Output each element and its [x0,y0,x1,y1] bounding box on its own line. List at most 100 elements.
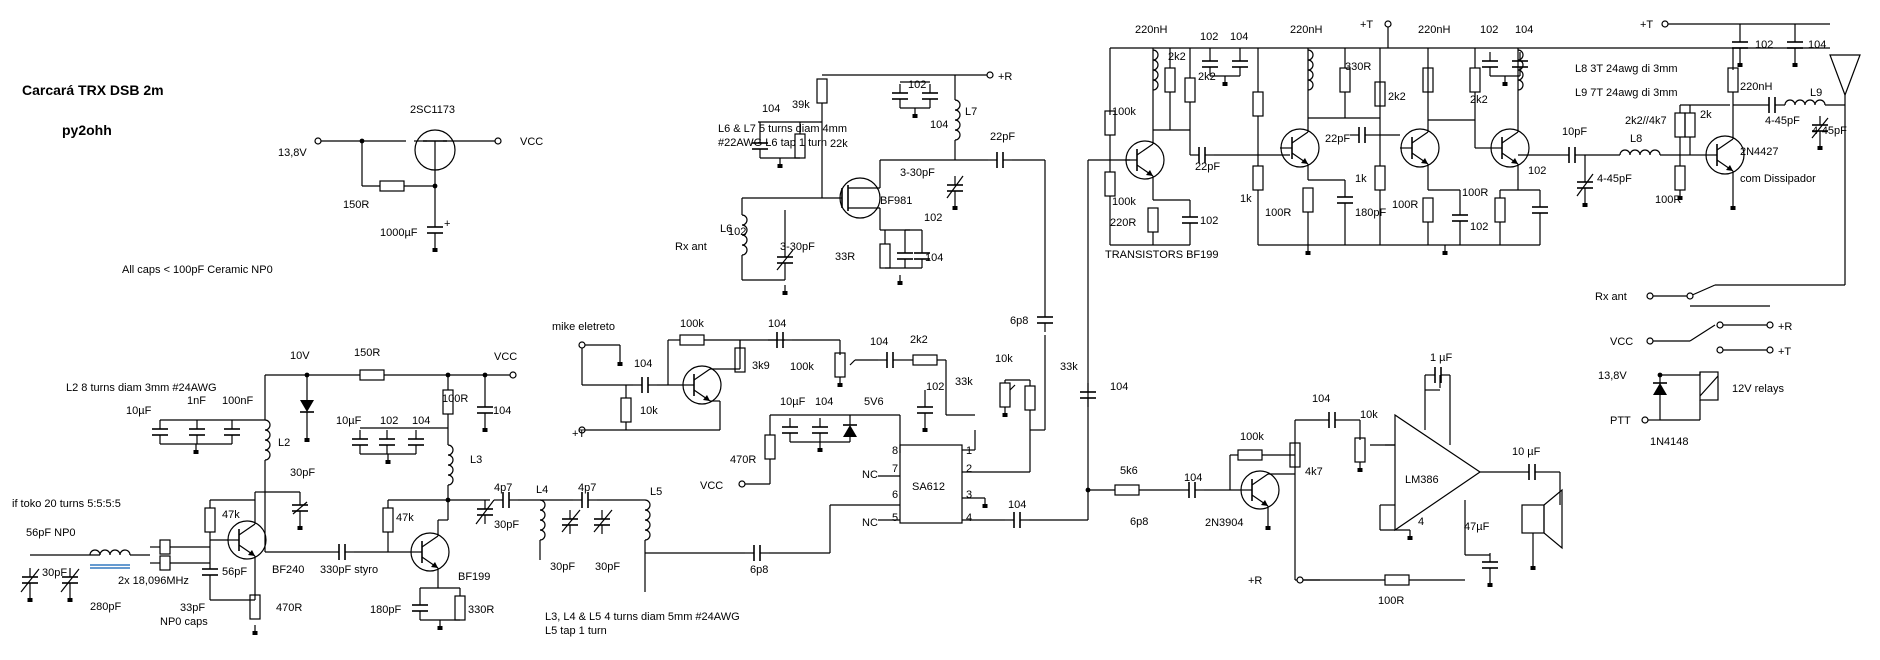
label-56pf: 56pF [222,566,247,578]
speaker-icon [1521,504,1545,534]
label-220r: 220R [1110,217,1136,229]
label-plus-t-mic: +T [572,428,585,440]
label-l9: L9 [1810,87,1822,99]
mic-section: mike eletreto 104 100k 3k9 10k +T 104 10… [552,160,1078,440]
label-10uf-osc: 10µF [126,405,152,417]
label-vcc-mix: VCC [700,480,723,492]
label-10k-pot: 10k [995,353,1013,365]
label-2k2-tx3: 2k2 [1470,94,1488,106]
label-104-top: 104 [930,119,948,131]
label-4p7-b: 4p7 [578,482,596,494]
label-10uf-buf: 10µF [336,415,362,427]
label-100r-buf: 100R [442,393,468,405]
relay-coil [1699,371,1719,401]
label-plus-r-rx: +R [998,71,1012,83]
label-33k-b: 33k [1060,361,1078,373]
label-plus-r-aud: +R [1248,575,1262,587]
label-102-tx2: 102 [1480,24,1498,36]
label-sa612: SA612 [912,481,945,493]
label-10uf-mix: 10µF [780,396,806,408]
label-3-30pf-a: 3-30pF [900,167,935,179]
label-10pf: 10pF [1562,126,1587,138]
label-100r-pa: 100R [1655,194,1681,206]
label-vcc-reg: VCC [520,136,543,148]
rx-frontend-section: L6 & L7 5 turns diam 4mm #22AWG L6 tap 1… [675,71,1045,296]
label-13v8-sw: 13,8V [1598,370,1627,382]
relay-section: Rx ant VCC +R +T 13,8V 12V relays PTT [1595,284,1845,448]
label-102-pa: 102 [1755,39,1773,51]
label-104-rx: 104 [762,103,780,115]
label-2k2-tx1: 2k2 [1168,51,1186,63]
label-13v8: 13,8V [278,147,307,159]
label-mike: mike eletreto [552,321,615,333]
label-1k-b: 1k [1355,173,1367,185]
label-104-tx2: 104 [1515,24,1533,36]
label-104-lm: 104 [1312,393,1330,405]
audio-section: 6p8 104 5k6 104 2N3904 100k 4k7 104 10k [1079,160,1563,607]
label-2sc1173: 2SC1173 [410,104,455,116]
label-47uf: 47µF [1464,521,1490,533]
antenna-icon [1829,54,1861,97]
label-4p7-a: 4p7 [494,482,512,494]
label-100r-tx1: 100R [1265,207,1291,219]
label-102-rx: 102 [728,226,746,238]
pa-section: L8 3T 24awg di 3mm L9 7T 24awg di 3mm 4-… [1575,19,1861,285]
label-l7: L7 [965,106,977,118]
label-5k6: 5k6 [1120,465,1138,477]
label-bf240: BF240 [272,564,304,576]
label-100k-mic: 100k [680,318,704,330]
label-2k2-mic: 2k2 [910,334,928,346]
label-100k-tx2: 100k [1112,196,1136,208]
label-100r-tx3: 100R [1462,187,1488,199]
note-l6l7-a: L6 & L7 5 turns diam 4mm [718,123,847,135]
label-100k-aud: 100k [1240,431,1264,443]
label-470r-mix: 470R [730,454,756,466]
label-plus-t-tx: +T [1360,19,1373,31]
label-l3: L3 [470,454,482,466]
label-100nf: 100nF [222,395,253,407]
label-30pf-l5: 30pF [595,561,620,573]
label-vcc-sw: VCC [1610,336,1633,348]
label-lm386: LM386 [1405,474,1439,486]
label-150r-reg: 150R [343,199,369,211]
label-l4: L4 [536,484,548,496]
label-22pf-tx1: 22pF [1195,161,1220,173]
label-l5: L5 [650,486,662,498]
label-104-tx1: 104 [1230,31,1248,43]
note-l9: L9 7T 24awg di 3mm [1575,87,1678,99]
callsign: py2ohh [62,122,112,138]
note-np0-b: NP0 caps [160,616,208,628]
note-l345-a: L3, L4 & L5 4 turns diam 5mm #24AWG [545,611,740,623]
label-ptt: PTT [1610,415,1631,427]
label-10v: 10V [290,350,310,362]
label-rx-ant-l6: Rx ant [675,241,707,253]
label-30pf-osc: 30pF [290,467,315,479]
pin-4: 4 [966,512,972,524]
label-104-mic-b: 104 [768,318,786,330]
label-104-tx: 104 [1110,381,1128,393]
label-10k-mic: 10k [640,405,658,417]
label-nc-5: NC [862,517,878,529]
label-102-tx1: 102 [1200,31,1218,43]
label-1n4148: 1N4148 [1650,436,1689,448]
label-280pf: 280pF [90,601,121,613]
note-l6l7-b: #22AWG L6 tap 1 turn [718,137,827,149]
label-2n3904: 2N3904 [1205,517,1244,529]
diagram-title: Carcará TRX DSB 2m [22,82,164,98]
note-styro: 330pF styro [320,564,378,576]
note-l345-b: L5 tap 1 turn [545,625,607,637]
pin-5: 5 [892,512,898,524]
label-bf199-buf: BF199 [458,571,490,583]
label-3k9: 3k9 [752,360,770,372]
label-102-src: 102 [924,212,942,224]
label-150r-10v: 150R [354,347,380,359]
label-56pf-np0: 56pF NP0 [26,527,76,539]
label-100k-tx1: 100k [1112,106,1136,118]
tx-chain-section: 220nH 102 104 220nH 220nH 102 104 +T 100… [1088,19,1830,261]
label-220nh-a: 220nH [1135,24,1167,36]
pin-8: 8 [892,445,898,457]
lm386-amp [1394,413,1482,532]
label-104-src: 104 [925,252,943,264]
label-2k2-tx2: 2k2 [1388,91,1406,103]
note-dissipador: com Dissipador [1740,173,1816,185]
